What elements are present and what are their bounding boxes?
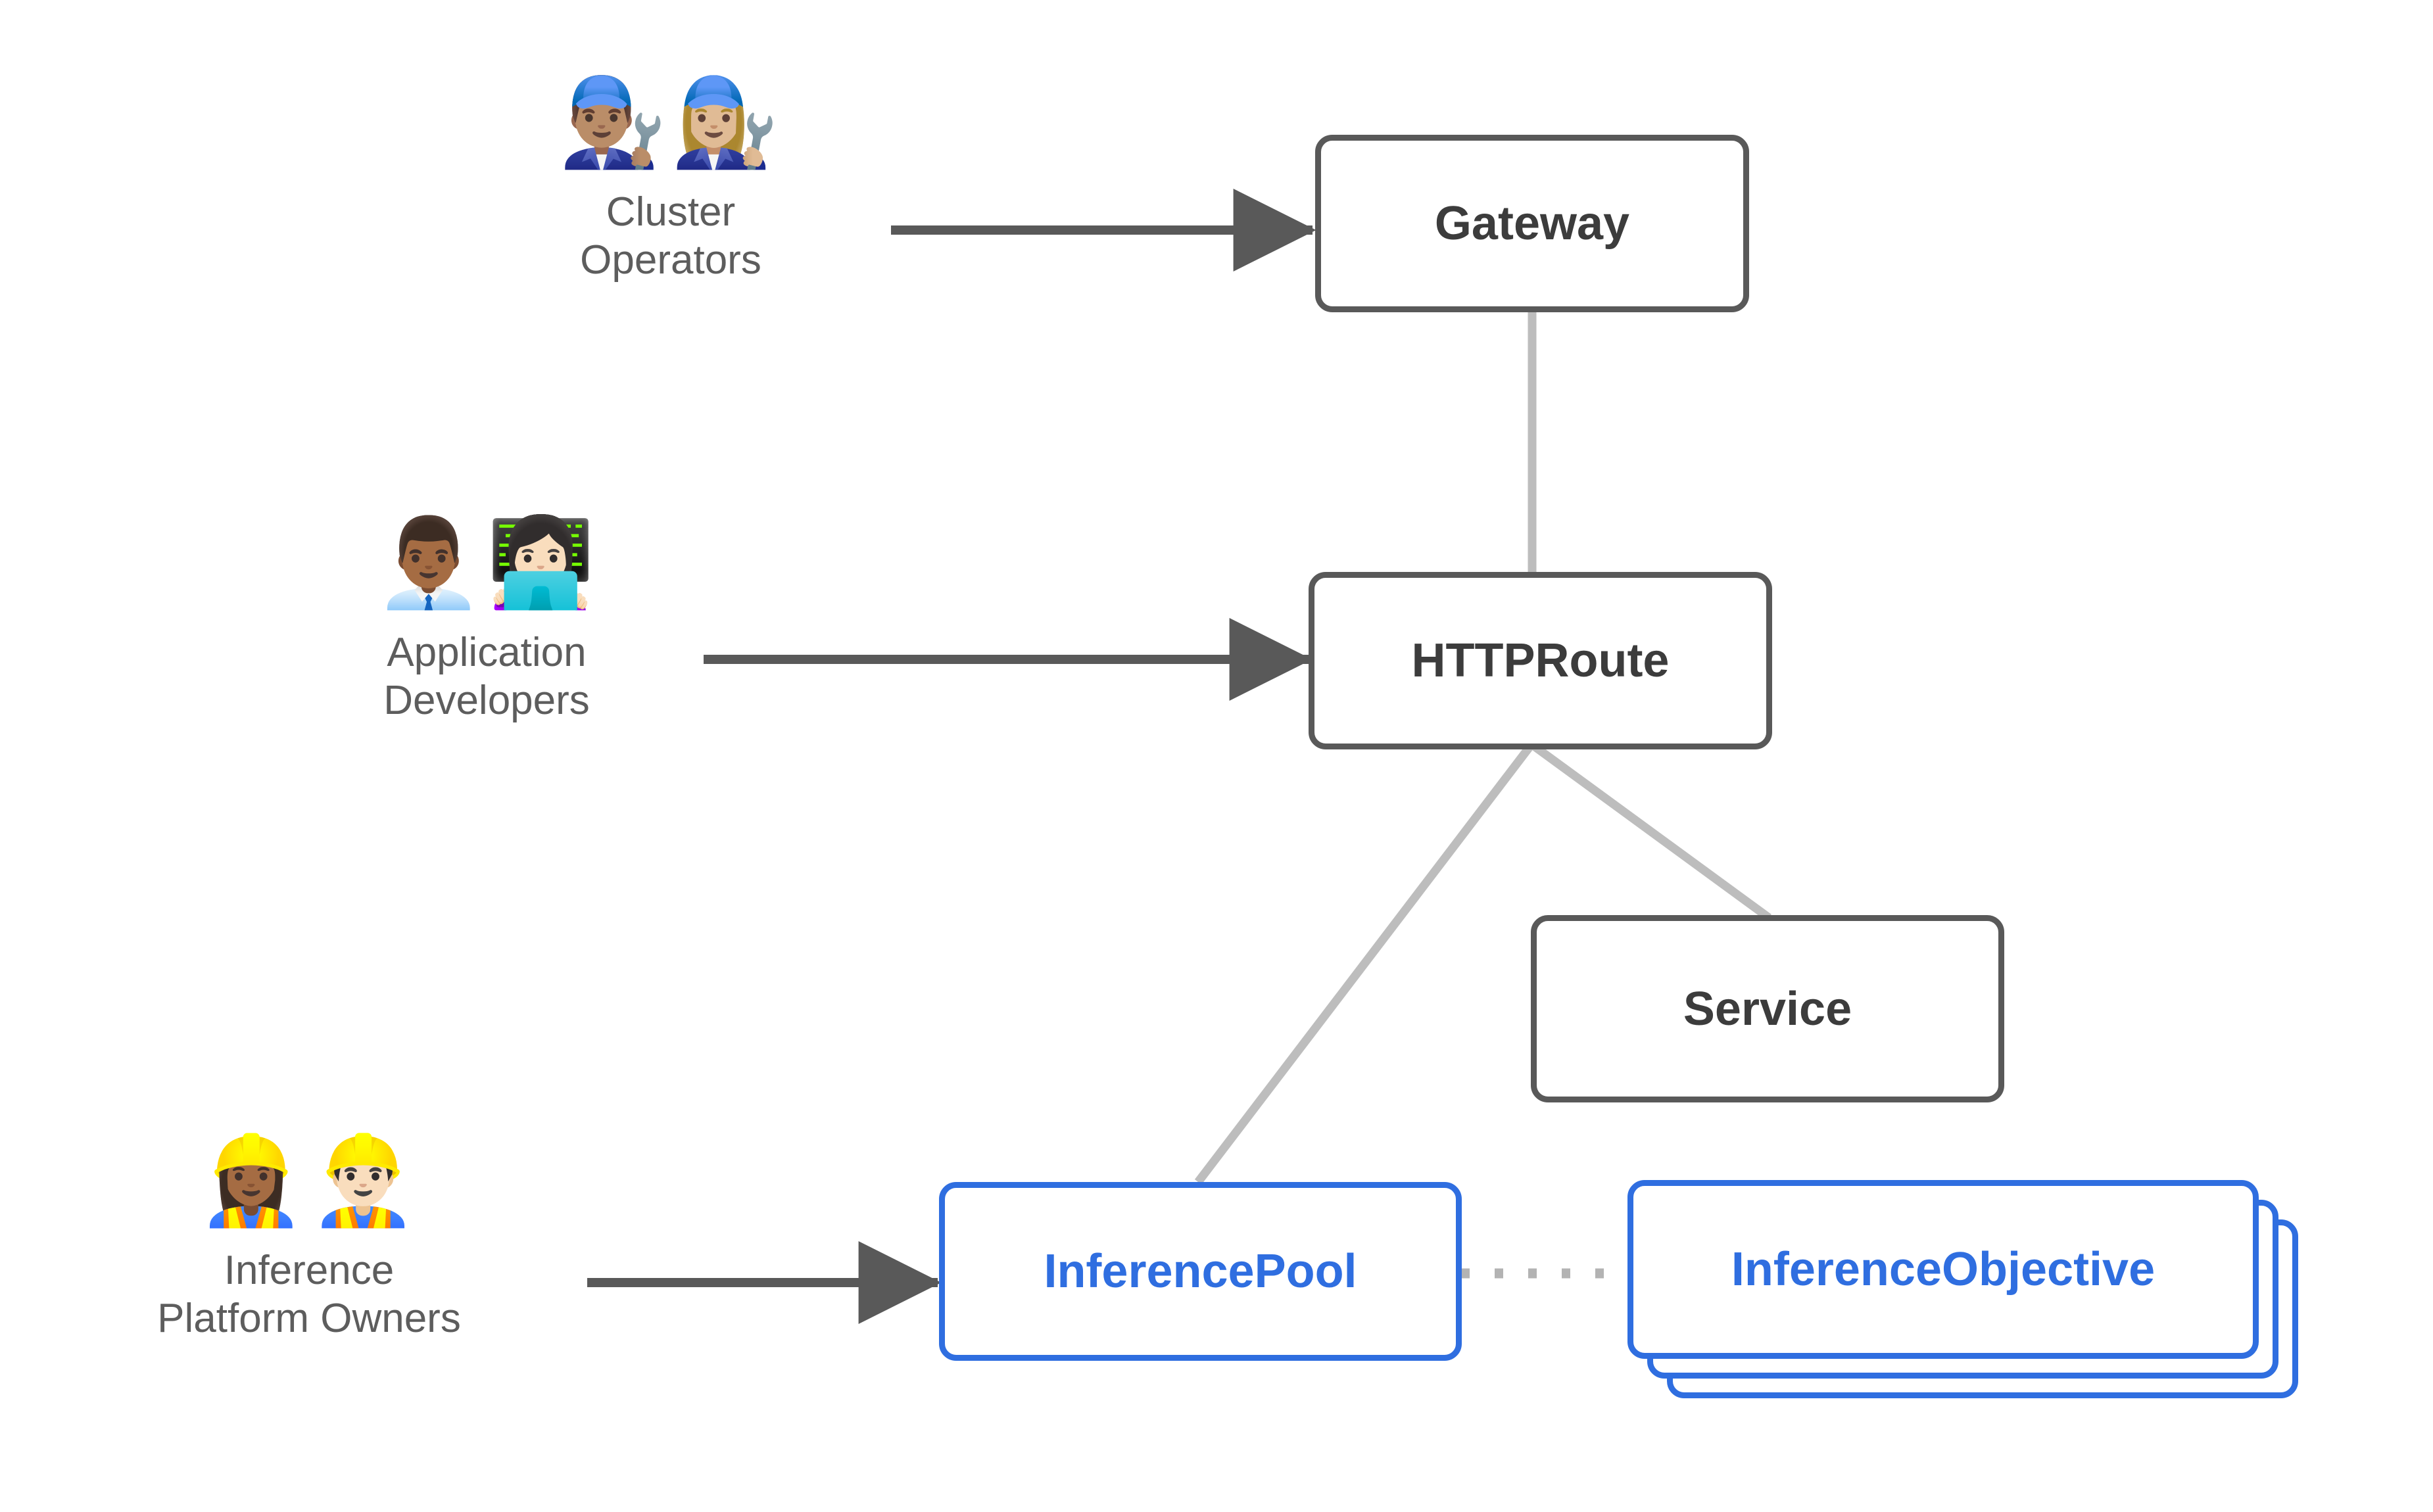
actor-inference-platform-owners: 👷🏾‍♀️👷🏻‍♂️ Inference Platform Owners xyxy=(92,1137,526,1342)
node-inferencepool[interactable]: InferencePool xyxy=(939,1182,1462,1361)
edge-httproute-service xyxy=(1531,742,1771,922)
actor-label-inference-platform-owners: Inference Platform Owners xyxy=(157,1248,461,1342)
node-gateway[interactable]: Gateway xyxy=(1315,135,1749,312)
node-label-inferencepool: InferencePool xyxy=(1044,1245,1357,1298)
man-mechanic-icon woman-mechanic-icon: 👨🏽‍🔧👩🏼‍🔧 xyxy=(558,72,783,173)
node-service[interactable]: Service xyxy=(1531,915,2004,1102)
actor-cluster-operators: 👨🏽‍🔧👩🏼‍🔧 Cluster Operators xyxy=(506,79,835,284)
node-inferenceobjective-stack[interactable]: InferenceObjective xyxy=(1627,1180,2305,1404)
edge-httproute-inferencepool xyxy=(1194,744,1534,1185)
woman-construction-worker-icon man-construction-worker-icon: 👷🏾‍♀️👷🏻‍♂️ xyxy=(197,1130,422,1231)
actor-application-developers: 👨🏾‍💼👩🏻‍💻 Application Developers xyxy=(316,519,658,724)
node-httproute[interactable]: HTTPRoute xyxy=(1309,572,1772,749)
man-office-worker-icon woman-technologist-icon: 👨🏾‍💼👩🏻‍💻 xyxy=(374,512,599,613)
node-inferenceobjective[interactable]: InferenceObjective xyxy=(1627,1180,2259,1359)
node-label-service: Service xyxy=(1683,982,1852,1035)
node-label-httproute: HTTPRoute xyxy=(1411,634,1670,687)
node-label-gateway: Gateway xyxy=(1434,197,1630,250)
actor-label-cluster-operators: Cluster Operators xyxy=(580,189,761,283)
node-label-inferenceobjective: InferenceObjective xyxy=(1731,1243,2156,1296)
actor-label-application-developers: Application Developers xyxy=(383,630,590,724)
